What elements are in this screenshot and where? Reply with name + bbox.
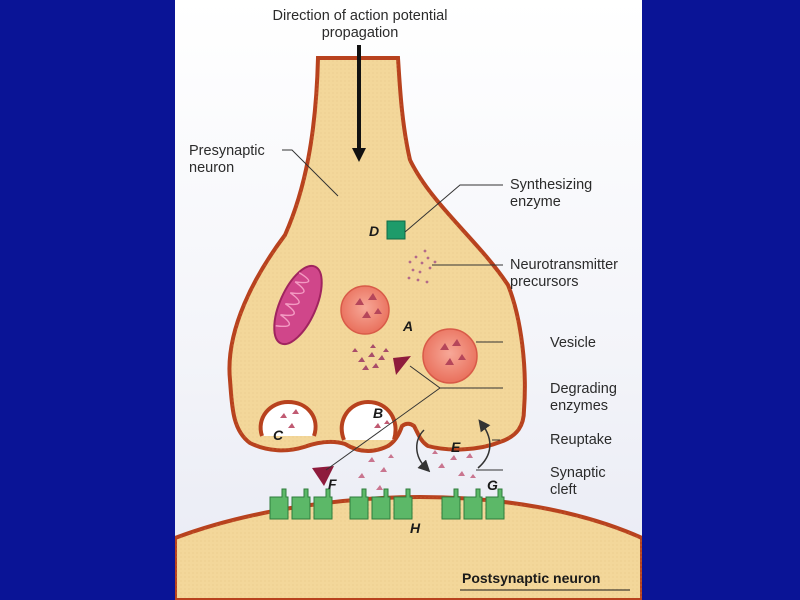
diagram-panel: Direction of action potential propagatio… bbox=[175, 0, 642, 600]
neurotransmitter-precursors bbox=[407, 249, 437, 284]
label-postsynaptic: Postsynaptic neuron bbox=[462, 570, 600, 586]
letter-f: F bbox=[328, 476, 337, 492]
neurotransmitter-cluster bbox=[352, 344, 389, 370]
label-precursors-1: Neurotransmitter bbox=[510, 257, 618, 273]
letter-g: G bbox=[487, 477, 498, 493]
label-vesicle: Vesicle bbox=[550, 335, 596, 351]
label-cleft-1: Synaptic bbox=[550, 465, 606, 481]
receptors bbox=[269, 488, 505, 520]
label-reuptake: Reuptake bbox=[550, 432, 612, 448]
synapse-diagram: Direction of action potential propagatio… bbox=[175, 8, 642, 600]
vesicle-right bbox=[422, 328, 478, 384]
vesicle-docked-c bbox=[258, 399, 318, 437]
title-line-2: propagation bbox=[322, 25, 399, 41]
vesicle-upper bbox=[340, 285, 390, 335]
mitochondrion bbox=[273, 264, 323, 346]
vesicle-fusing-b bbox=[339, 399, 398, 441]
label-cleft-2: cleft bbox=[550, 482, 577, 498]
degrading-enzyme-triangle bbox=[393, 356, 411, 375]
label-synthesizing-2: enzyme bbox=[510, 194, 561, 210]
title-line-1: Direction of action potential bbox=[273, 8, 448, 24]
reuptake-arrow-icon bbox=[416, 429, 431, 473]
label-precursors-2: precursors bbox=[510, 274, 579, 290]
degrading-enzyme-cleft bbox=[312, 466, 334, 486]
letter-h: H bbox=[410, 520, 421, 536]
cleft-neurotransmitter bbox=[358, 450, 476, 490]
label-synthesizing-1: Synthesizing bbox=[510, 177, 592, 193]
letter-a: A bbox=[402, 318, 413, 334]
letter-d: D bbox=[369, 223, 379, 239]
reuptake-arrow-icon bbox=[477, 419, 491, 469]
label-degrading-2: enzymes bbox=[550, 398, 608, 414]
synthesizing-enzyme-square bbox=[386, 220, 406, 240]
letter-b: B bbox=[373, 405, 383, 421]
label-presynaptic-1: Presynaptic bbox=[189, 143, 265, 159]
leader-lines bbox=[282, 149, 503, 471]
letter-e: E bbox=[451, 439, 461, 455]
letter-c: C bbox=[273, 427, 284, 443]
label-presynaptic-2: neuron bbox=[189, 160, 234, 176]
label-degrading-1: Degrading bbox=[550, 381, 617, 397]
